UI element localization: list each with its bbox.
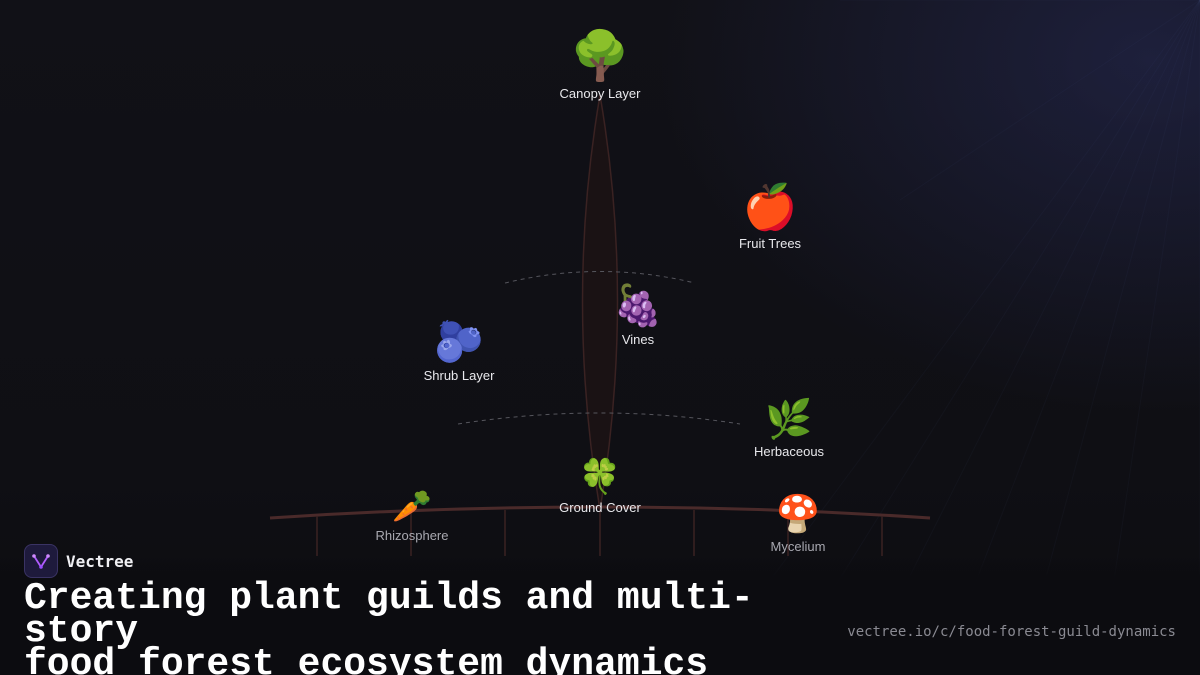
vectree-logo-icon	[24, 544, 58, 578]
node-ground-cover: 🍀 Ground Cover	[559, 460, 641, 515]
footer-band	[0, 555, 1200, 675]
central-trunk	[581, 94, 619, 511]
tree-icon: 🌳	[570, 28, 630, 84]
blueberries-icon: 🫐	[434, 319, 484, 365]
node-label: Herbaceous	[753, 444, 825, 459]
node-label: Canopy Layer	[559, 86, 641, 101]
layer-guide-upper	[504, 271, 696, 284]
node-mycelium: 🍄 Mycelium	[770, 494, 826, 555]
page-title: Creating plant guilds and multi-story fo…	[24, 577, 844, 675]
carrot-icon: 🥕	[392, 487, 432, 525]
node-label: Vines	[621, 332, 655, 347]
page-title-line-2: food forest ecosystem dynamics	[24, 643, 709, 675]
grapes-icon: 🍇	[613, 283, 663, 329]
clover-icon: 🍀	[578, 457, 622, 497]
node-rhizosphere: 🥕 Rhizosphere	[376, 490, 449, 543]
node-vines: 🍇 Vines	[613, 286, 663, 347]
node-label: Mycelium	[770, 539, 826, 554]
page-url[interactable]: vectree.io/c/food-forest-guild-dynamics	[847, 624, 1176, 640]
root-lines	[316, 508, 883, 556]
node-fruit-trees: 🍎 Fruit Trees	[738, 182, 802, 252]
node-herbaceous: 🌿 Herbaceous	[754, 400, 824, 459]
apple-icon: 🍎	[742, 182, 798, 233]
node-canopy-layer: 🌳 Canopy Layer	[560, 32, 641, 101]
node-label: Shrub Layer	[423, 368, 495, 383]
mushroom-icon: 🍄	[775, 494, 821, 535]
herb-icon: 🌿	[765, 397, 813, 441]
node-label: Ground Cover	[559, 500, 641, 515]
node-label: Fruit Trees	[738, 236, 802, 251]
node-shrub-layer: 🫐 Shrub Layer	[424, 322, 495, 383]
page-title-line-1: Creating plant guilds and multi-story	[24, 577, 754, 653]
brand-name: Vectree	[66, 551, 134, 571]
brand[interactable]: Vectree	[24, 544, 133, 578]
node-label: Rhizosphere	[375, 528, 449, 543]
